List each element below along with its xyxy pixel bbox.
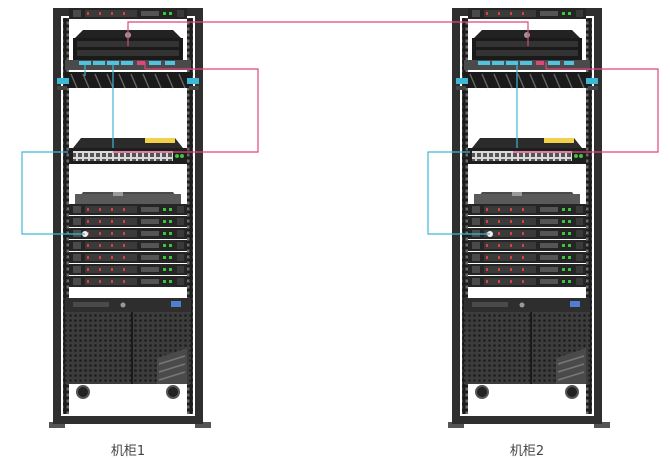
rack-2-label: 机柜2 — [509, 444, 545, 459]
rack-1-label: 机柜1 — [110, 444, 146, 459]
storage-unit — [65, 298, 191, 399]
rack-1 — [48, 7, 212, 429]
rack2-server-link — [427, 151, 490, 235]
rack1-switch-patch-link — [113, 68, 259, 153]
rack2-switch-patch-link — [513, 68, 659, 153]
storage-unit — [464, 298, 590, 399]
rack-2 — [447, 7, 611, 429]
rack1-server-link — [21, 151, 85, 235]
inter-rack-link — [127, 21, 529, 46]
